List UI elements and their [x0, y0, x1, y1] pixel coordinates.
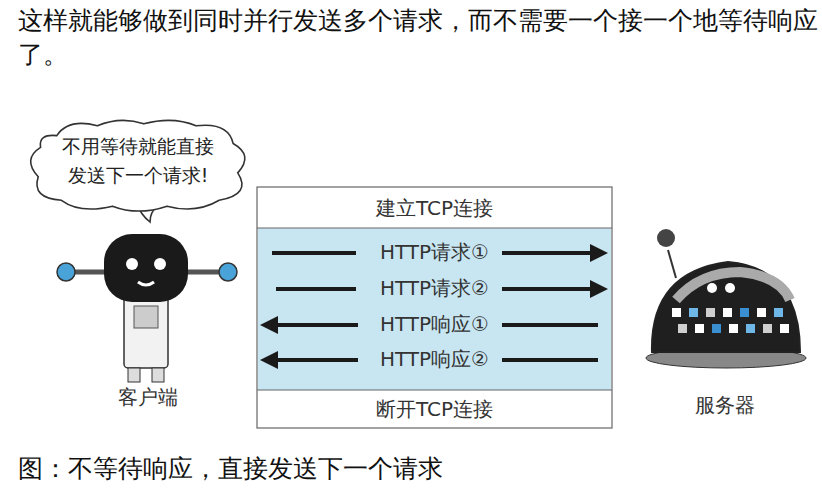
arrow-head — [260, 351, 278, 369]
robot-hand — [219, 263, 237, 281]
robot-panel — [134, 306, 158, 328]
server-robot — [646, 229, 806, 368]
speech-bubble: 不用等待就能直接发送下一个请求! — [48, 126, 228, 202]
server-dome — [652, 262, 800, 352]
robot-leg — [152, 368, 164, 382]
server-figure: 服务器 — [640, 226, 810, 420]
connect-band: 建立TCP连接 — [257, 187, 612, 228]
server-light — [689, 308, 698, 317]
server-light — [763, 324, 772, 333]
message-arrows — [272, 253, 598, 360]
arrow-line — [502, 323, 598, 327]
server-lights — [672, 308, 789, 333]
server-light — [757, 308, 766, 317]
server-light — [780, 324, 789, 333]
body-text: 这样就能够做到同时并行发送多个请求，而不需要一个接一个地等待响应了。 — [18, 4, 822, 72]
client-robot — [57, 234, 237, 382]
message-label: HTTP响应① — [374, 311, 495, 337]
figure-caption: 图：不等待响应，直接发送下一个请求 — [18, 452, 443, 486]
node-label: 建立TCP连接 — [257, 195, 612, 221]
arrow-head — [590, 280, 608, 298]
server-light — [712, 324, 721, 333]
antenna — [668, 250, 676, 278]
server-light — [706, 308, 715, 317]
server-light — [695, 324, 704, 333]
robot-head — [104, 234, 188, 302]
band-divider — [257, 390, 612, 391]
server-visor — [676, 272, 790, 300]
message-band: HTTP请求① HTTP请求② HTTP响应① HTTP响应② — [257, 228, 612, 390]
arrow-line — [502, 358, 598, 362]
arrow-line — [274, 323, 358, 327]
arrow-line — [502, 251, 594, 255]
robot-body — [124, 296, 168, 368]
band-divider — [257, 228, 612, 229]
bubble-cloud — [31, 120, 245, 211]
server-eye — [707, 283, 717, 293]
node-label: 服务器 — [640, 392, 810, 418]
server-light — [746, 324, 755, 333]
arrow-line — [502, 287, 594, 291]
server-light — [740, 308, 749, 317]
message-label: HTTP请求① — [374, 239, 495, 265]
node-label: 客户端 — [55, 384, 240, 410]
bubble-text: 不用等待就能直接发送下一个请求! — [58, 132, 218, 191]
server-light — [678, 324, 687, 333]
arrow-head — [260, 316, 278, 334]
robot-hand — [57, 263, 75, 281]
robot-leg — [128, 368, 140, 382]
connection-band-fill — [258, 228, 611, 390]
disconnect-band: 断开TCP连接 — [257, 390, 612, 428]
robot-mouth — [138, 282, 154, 285]
arrow-line — [276, 287, 356, 291]
robot-eye — [126, 258, 138, 270]
client-figure: 客户端 — [55, 226, 240, 412]
server-light — [672, 308, 681, 317]
server-light — [774, 308, 783, 317]
arrow-line — [274, 358, 358, 362]
arrow-head — [590, 244, 608, 262]
message-label: HTTP请求② — [374, 275, 495, 301]
robot-eye — [154, 258, 166, 270]
connection-band-outline — [257, 187, 612, 428]
node-label: 断开TCP连接 — [257, 396, 612, 422]
server-light — [723, 308, 732, 317]
server-eye — [725, 283, 735, 293]
server-light — [729, 324, 738, 333]
arrow-line — [272, 251, 356, 255]
antenna-dish — [657, 229, 675, 247]
message-label: HTTP响应② — [374, 346, 495, 372]
